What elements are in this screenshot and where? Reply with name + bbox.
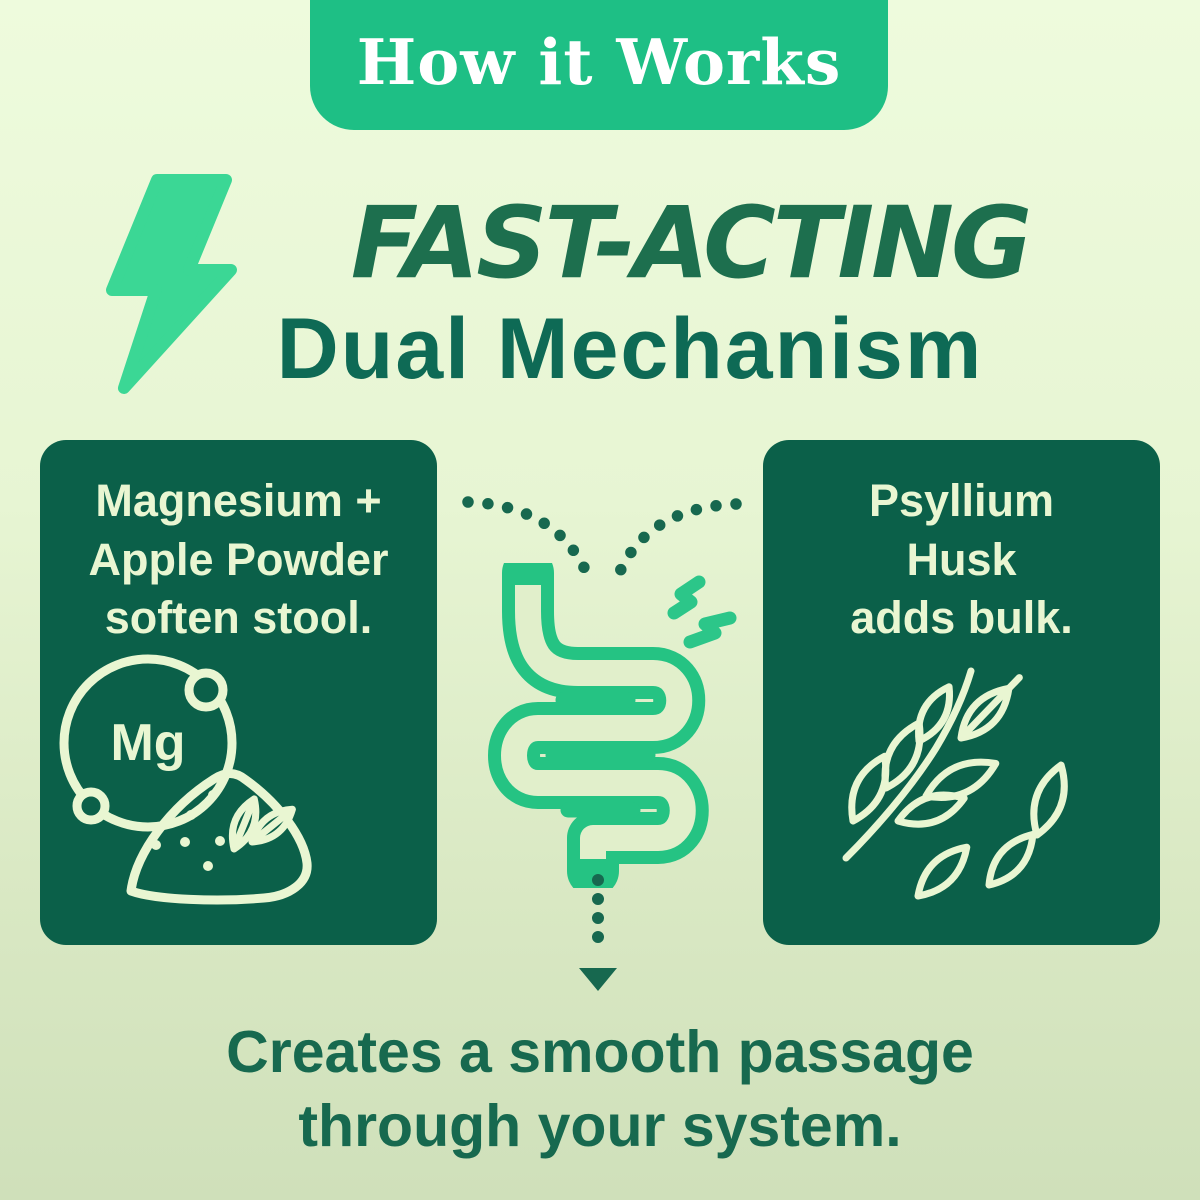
footer-text: Creates a smooth passage through your sy… — [50, 1016, 1150, 1164]
right-card: Psyllium Husk adds bulk. — [763, 440, 1160, 945]
footer-line-1: Creates a smooth passage — [226, 1019, 974, 1085]
dotted-arc-left — [462, 496, 594, 582]
right-card-line-1: Psyllium — [868, 475, 1055, 526]
left-card-line-3: soften stool. — [104, 592, 373, 643]
dotted-arc-right — [612, 498, 742, 582]
heading-fast-acting: FAST-ACTING — [350, 186, 1033, 301]
dotted-connector-arcs — [462, 496, 742, 582]
spark-zigzag-icons — [667, 575, 737, 649]
dotted-down-arrow-icon — [579, 874, 617, 991]
heading-dual-mechanism: Dual Mechanism — [276, 301, 984, 397]
mg-symbol: Mg — [110, 714, 185, 772]
right-card-line-3: adds bulk. — [850, 592, 1073, 643]
left-card-line-1: Magnesium + — [95, 475, 382, 526]
lightning-bolt-icon — [106, 174, 237, 394]
header-badge-label: How it Works — [356, 25, 842, 99]
intestine-icon — [488, 563, 737, 888]
right-card-line-2: Husk — [906, 533, 1017, 585]
header-badge: How it Works — [310, 0, 888, 130]
left-card-text: Magnesium + Apple Powder soften stool. — [40, 472, 437, 648]
left-card-line-2: Apple Powder — [88, 533, 389, 585]
magnesium-powder-icon: Mg — [59, 654, 312, 905]
right-card-text: Psyllium Husk adds bulk. — [763, 472, 1160, 648]
footer-line-2: through your system. — [298, 1092, 902, 1159]
psyllium-branch-icon — [842, 667, 1068, 900]
left-card: Magnesium + Apple Powder soften stool. — [40, 440, 437, 945]
